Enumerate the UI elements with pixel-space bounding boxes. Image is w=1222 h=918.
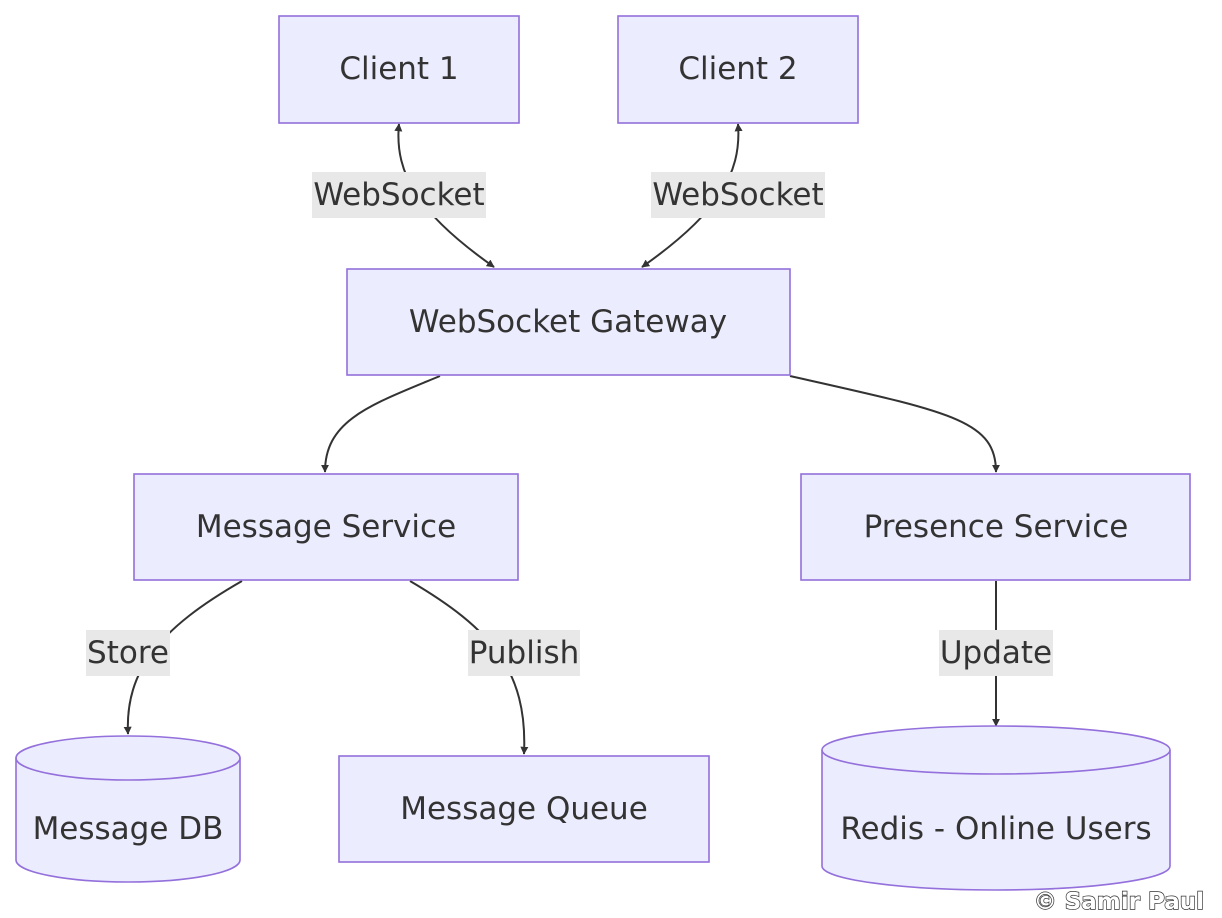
edge-label-websocket-2: WebSocket	[651, 172, 825, 218]
edge-gateway-message-service	[321, 375, 441, 473]
edge-label-update: Update	[939, 630, 1053, 676]
svg-text:WebSocket Gateway: WebSocket Gateway	[409, 304, 727, 340]
edge-label-publish: Publish	[468, 630, 580, 676]
node-redis-online-users: Redis - Online Users	[821, 725, 1171, 891]
node-websocket-gateway: WebSocket Gateway	[346, 268, 791, 376]
node-presence-service: Presence Service	[800, 473, 1191, 581]
svg-text:Message Queue: Message Queue	[400, 791, 648, 827]
svg-text:Message DB: Message DB	[33, 811, 224, 847]
edge-label-store: Store	[86, 630, 170, 676]
node-message-queue: Message Queue	[338, 755, 710, 863]
svg-text:Presence Service: Presence Service	[864, 509, 1129, 545]
node-message-db: Message DB	[15, 735, 241, 883]
node-client-1: Client 1	[278, 15, 520, 124]
svg-text:Store: Store	[87, 635, 169, 671]
svg-text:Client 1: Client 1	[339, 51, 458, 87]
svg-text:Publish: Publish	[469, 635, 580, 671]
credit-watermark: © Samir Paul	[1034, 889, 1204, 915]
svg-text:WebSocket: WebSocket	[313, 177, 484, 213]
edge-gateway-presence-service	[789, 375, 1000, 473]
node-message-service: Message Service	[133, 473, 519, 581]
edge-label-websocket-1: WebSocket	[312, 172, 486, 218]
svg-text:Client 2: Client 2	[678, 51, 797, 87]
svg-text:Message Service: Message Service	[196, 509, 456, 545]
svg-text:Redis - Online Users: Redis - Online Users	[840, 811, 1151, 847]
svg-text:WebSocket: WebSocket	[652, 177, 823, 213]
svg-text:Update: Update	[940, 635, 1052, 671]
node-client-2: Client 2	[617, 15, 859, 124]
